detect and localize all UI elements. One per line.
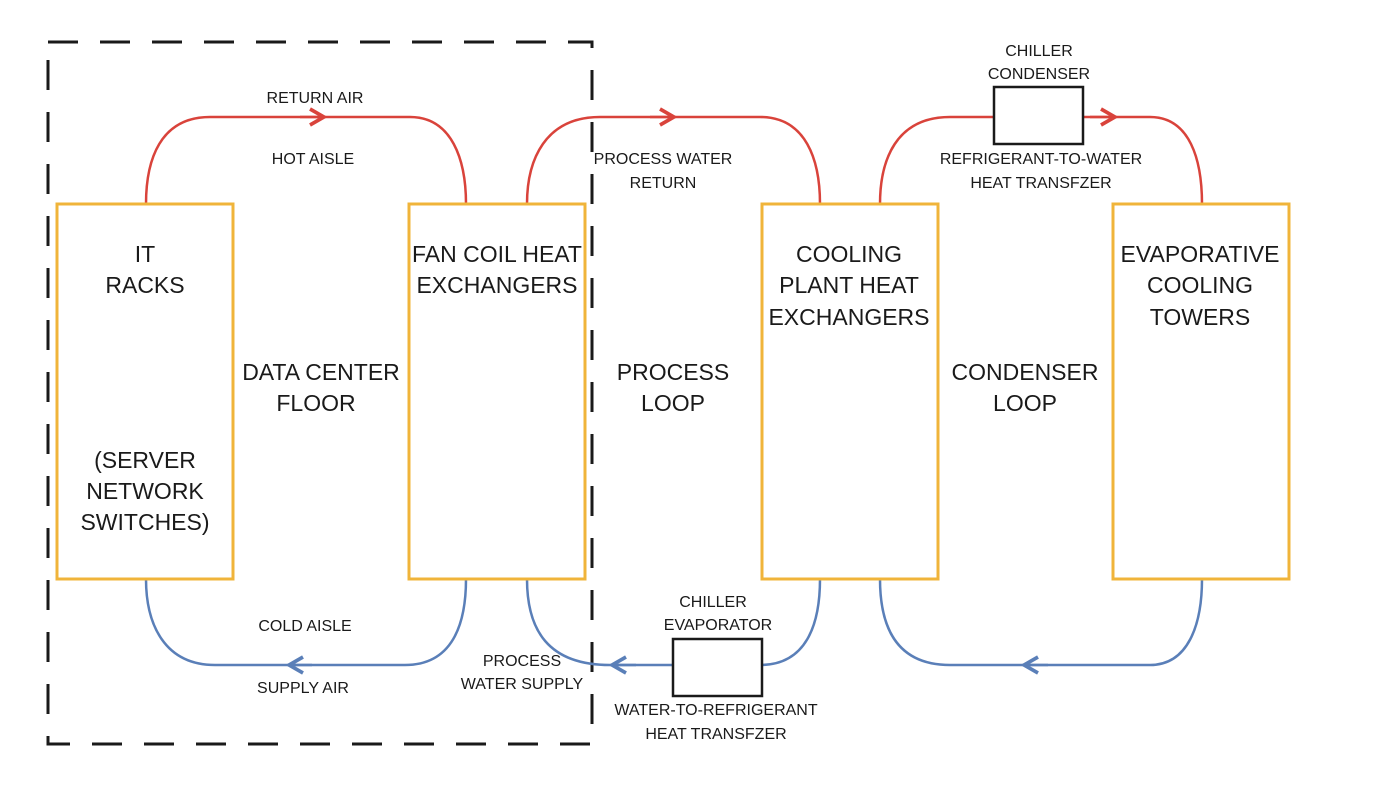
it-racks-sub-1: (SERVER bbox=[94, 447, 196, 473]
it-racks-label-2: RACKS bbox=[105, 272, 184, 298]
process-water-supply-label-1: PROCESS bbox=[483, 653, 561, 670]
process-loop-label-1: PROCESS bbox=[617, 359, 729, 385]
chiller-evaporator-box bbox=[671, 637, 764, 698]
cooling-plant-box bbox=[760, 202, 940, 581]
chiller-evaporator-label-2: EVAPORATOR bbox=[664, 617, 772, 634]
process-water-return-label-2: RETURN bbox=[630, 175, 697, 192]
it-racks-label-1: IT bbox=[135, 241, 155, 267]
fan-coil-label-2: EXCHANGERS bbox=[416, 272, 577, 298]
water-to-refrigerant-label-2: HEAT TRANSFZER bbox=[645, 726, 786, 743]
chiller-evaporator-label-1: CHILLER bbox=[679, 594, 747, 611]
refrigerant-to-water-label-1: REFRIGERANT-TO-WATER bbox=[940, 151, 1142, 168]
fan-coil-box bbox=[407, 202, 587, 581]
chiller-condenser-label-1: CHILLER bbox=[1005, 43, 1073, 60]
evaporative-label-3: TOWERS bbox=[1150, 304, 1251, 330]
evaporative-label-2: COOLING bbox=[1147, 272, 1253, 298]
data-center-floor-label-1: DATA CENTER bbox=[242, 359, 400, 385]
chiller-condenser-label-2: CONDENSER bbox=[988, 66, 1090, 83]
cooling-plant-label-1: COOLING bbox=[796, 241, 902, 267]
hot-aisle-label: HOT AISLE bbox=[272, 151, 354, 168]
cooling-plant-label-2: PLANT HEAT bbox=[779, 272, 919, 298]
cooling-plant-label-3: EXCHANGERS bbox=[768, 304, 929, 330]
process-loop-label-2: LOOP bbox=[641, 390, 705, 416]
process-water-supply-label-2: WATER SUPPLY bbox=[461, 676, 584, 693]
it-racks-sub-3: SWITCHES) bbox=[80, 509, 209, 535]
condenser-loop-label-2: LOOP bbox=[993, 390, 1057, 416]
return-air-label: RETURN AIR bbox=[267, 90, 364, 107]
data-center-floor-label-2: FLOOR bbox=[276, 390, 355, 416]
fan-coil-label-1: FAN COIL HEAT bbox=[412, 241, 582, 267]
evaporative-label-1: EVAPORATIVE bbox=[1121, 241, 1280, 267]
chiller-condenser-box bbox=[992, 85, 1085, 146]
cold-aisle-label: COLD AISLE bbox=[258, 618, 351, 635]
data-center-boundary bbox=[46, 40, 594, 746]
process-water-return-line bbox=[525, 115, 822, 205]
condenser-loop-label-1: CONDENSER bbox=[952, 359, 1099, 385]
it-racks-box bbox=[55, 202, 235, 581]
supply-air-label: SUPPLY AIR bbox=[257, 680, 349, 697]
process-water-return-label-1: PROCESS WATER bbox=[594, 151, 733, 168]
water-to-refrigerant-label-1: WATER-TO-REFRIGERANT bbox=[614, 702, 817, 719]
evaporative-towers-box bbox=[1111, 202, 1291, 581]
condenser-supply-line bbox=[878, 578, 1204, 667]
refrigerant-to-water-label-2: HEAT TRANSFZER bbox=[970, 175, 1111, 192]
it-racks-sub-2: NETWORK bbox=[86, 478, 204, 504]
